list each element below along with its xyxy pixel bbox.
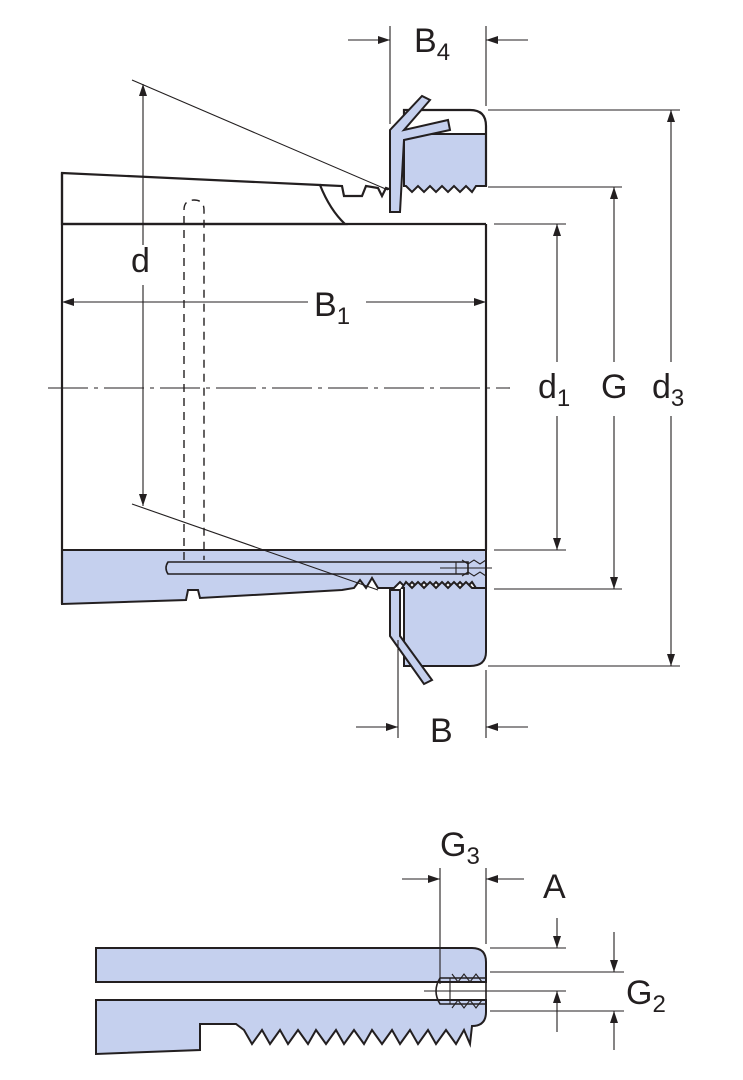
upper-sleeve-step bbox=[319, 183, 393, 199]
upper-nut-outline bbox=[402, 108, 488, 186]
main-section-view bbox=[48, 79, 510, 686]
label-g3: G3 bbox=[440, 826, 480, 870]
dimensions-detail bbox=[402, 868, 624, 1050]
dimensions-main bbox=[62, 26, 680, 738]
label-b1: B1 bbox=[314, 286, 350, 330]
label-b: B bbox=[430, 712, 453, 750]
detail-section-view bbox=[95, 947, 566, 1056]
label-d: d bbox=[131, 242, 150, 280]
hidden-oil-channel bbox=[183, 199, 205, 560]
label-g: G bbox=[601, 368, 627, 406]
label-d1: d1 bbox=[538, 368, 570, 412]
label-d3: d3 bbox=[652, 368, 684, 412]
detail-nut-lower bbox=[95, 999, 487, 1056]
label-a: A bbox=[543, 868, 566, 906]
lower-lock-washer bbox=[389, 589, 434, 686]
lower-locknut bbox=[400, 580, 487, 667]
detail-thread-marks bbox=[451, 973, 483, 1009]
oil-duct-thread bbox=[461, 559, 487, 577]
taper-line-top bbox=[131, 79, 389, 191]
upper-locknut bbox=[403, 133, 487, 194]
taper-line-bottom bbox=[131, 503, 379, 591]
detail-nut-upper bbox=[95, 947, 487, 983]
upper-sleeve-body bbox=[60, 171, 348, 226]
label-b4: B4 bbox=[414, 22, 450, 66]
upper-lock-washer bbox=[389, 94, 452, 213]
oil-duct bbox=[165, 561, 469, 575]
label-g2: G2 bbox=[626, 974, 666, 1018]
